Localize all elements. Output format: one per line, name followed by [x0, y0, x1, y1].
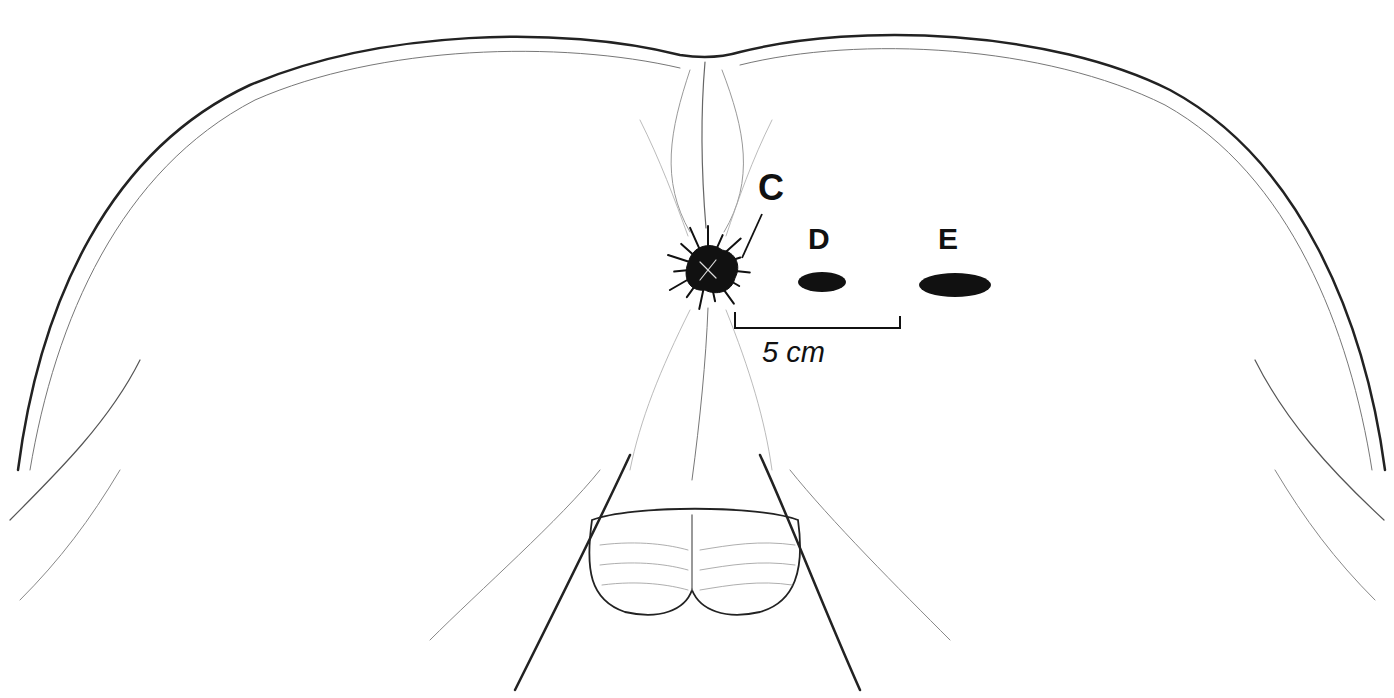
leader-line	[742, 214, 762, 258]
point-marker	[919, 273, 991, 297]
dimension-bracket	[735, 312, 900, 328]
callout-letter: E	[938, 224, 958, 254]
body-outline	[10, 35, 1385, 690]
point-marker	[798, 272, 846, 292]
anus-lesion	[668, 226, 750, 309]
callout-letter: C	[758, 170, 784, 206]
dimension-label: 5 cm	[762, 338, 825, 367]
callout-letter: D	[808, 224, 830, 254]
